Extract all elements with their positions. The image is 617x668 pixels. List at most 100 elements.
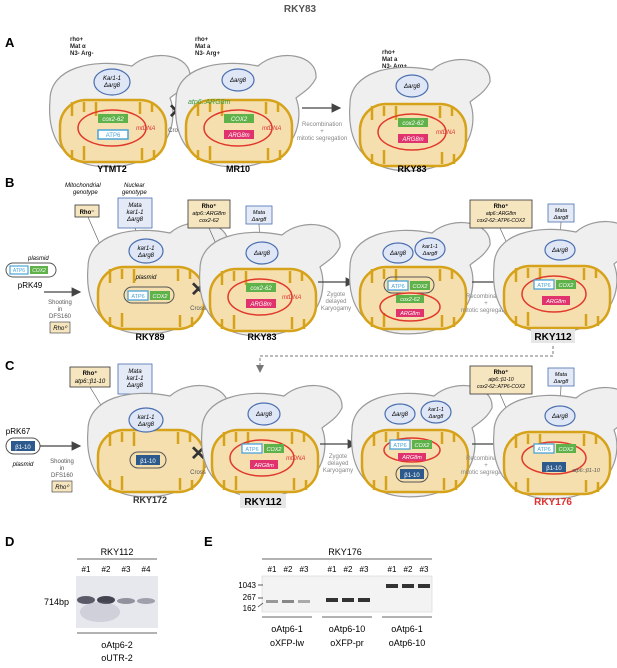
- nucleus: [128, 238, 164, 264]
- kar-label-2: Δarg8: [103, 83, 121, 89]
- box-line: Mata: [555, 372, 567, 378]
- strain-rky83-a: RKY83: [397, 164, 426, 174]
- gel-d-band: [77, 596, 95, 604]
- cox2-62-gene: [396, 295, 424, 303]
- cox2-label: COX2: [267, 447, 282, 453]
- darg8-label: Δarg8: [255, 412, 273, 418]
- zygote-2: delayed: [325, 299, 346, 305]
- recomb-line1: Recombination: [466, 294, 506, 300]
- zygote-cell-b: Δarg8 kar1-1 Δarg8 ATP6 COX2 cox2-62 ARG…: [348, 221, 491, 335]
- gel-e-band: [386, 584, 398, 588]
- rho-plus-box: [187, 199, 231, 229]
- cell-rky112: Δarg8 ATP6 COX2 ARG8m: [492, 220, 617, 334]
- kar-label-1: Kar1-1: [103, 76, 121, 82]
- strain-rky112-c: RKY112: [244, 497, 282, 508]
- arg8m-label: ARG8m: [401, 137, 423, 143]
- cell-mr10: Δarg8 atp6::ARG8m COX2 ARG8m mtDNA: [174, 54, 317, 168]
- darg8-label: Δarg8: [389, 251, 407, 257]
- mtdna-label: mtDNA: [436, 130, 455, 136]
- recomb-line1: Recombination: [302, 122, 342, 128]
- mtdna-ring: [227, 278, 293, 316]
- gel-d-primer-1: oAtp6-2: [101, 640, 133, 650]
- cell-rky83-b: Δarg8 cox2-62 ARG8m mtDNA: [198, 223, 341, 337]
- geno3-line2: Mat a: [382, 57, 398, 63]
- gel-e-band: [282, 600, 294, 603]
- shooting-3: DFS160: [51, 473, 74, 479]
- box-line: Δarg8: [553, 379, 570, 385]
- prk49-label: pRK49: [18, 281, 43, 290]
- mtdna-label: mtDNA: [286, 456, 305, 462]
- gel-e-primer-2b: oXFP-pr: [330, 638, 364, 648]
- mtdna-ring: [383, 437, 441, 463]
- zygote-1: Zygote: [329, 454, 348, 460]
- mtdna-label: mtDNA: [136, 126, 155, 132]
- box-line: Δarg8: [251, 217, 268, 223]
- box-line: Δarg8: [126, 383, 144, 389]
- rho0-label: Rho⁰: [53, 325, 68, 332]
- box-line: cox2-62::ATP6-COX2: [477, 218, 525, 224]
- shooting-3: DFS160: [49, 314, 72, 320]
- darg8-label: Δarg8: [403, 84, 421, 90]
- atp6-gene: [387, 280, 409, 291]
- rky112-geno-box: [469, 199, 533, 229]
- gel-e-primer-1a: oAtp6-1: [271, 624, 303, 634]
- recomb-line3: mitotic segregation: [461, 470, 511, 476]
- rky112-label-bg-c: [240, 494, 286, 508]
- gel-e-primer-2a: oAtp6-10: [329, 624, 366, 634]
- cell-rky172: kar1-1 Δarg8 β1-10: [86, 384, 229, 498]
- plasmid-cox2: [30, 266, 48, 274]
- zygote-cell-c: Δarg8 kar1-1 Δarg8 ATP6 COX2 ARG8m β1-10: [350, 384, 493, 498]
- gel-e-lane: #1: [328, 565, 337, 574]
- box-line: atp6::β1-10: [488, 377, 514, 383]
- gel-e-primer-1b: oXFP-lw: [270, 638, 305, 648]
- arg8m-label: ARG8m: [253, 463, 274, 469]
- nuc-genotype-label-2: genotype: [122, 190, 147, 196]
- cox2-label: COX2: [559, 283, 574, 289]
- gel-d-lanes: #1 #2 #3 #4: [82, 565, 151, 574]
- recomb-line3: mitotic segregation: [297, 136, 347, 142]
- arg8m-gene: [250, 460, 278, 469]
- zygote-2: delayed: [327, 461, 348, 467]
- kar-label: kar1-1: [428, 407, 444, 413]
- box-line: cox2-62: [199, 218, 219, 224]
- cox2-62-gene: [246, 283, 276, 292]
- gel-e-band: [342, 598, 354, 602]
- gel-d-lane: #2: [102, 565, 111, 574]
- recomb-line1: Recombination: [466, 456, 506, 462]
- b110-gene: [136, 455, 160, 465]
- mtdna-ring: [379, 292, 441, 322]
- cox2-label: COX2: [415, 443, 430, 449]
- panel-label-a: A: [5, 35, 15, 50]
- cox2-gene: [150, 291, 170, 300]
- atp6-gene: [127, 290, 149, 301]
- rho0-box-c: [51, 480, 73, 493]
- darg8-label: Δarg8: [551, 248, 569, 254]
- rho-minus-box: [74, 204, 100, 218]
- arg8m-gene: [246, 299, 276, 308]
- zygote-3: Karyogamy: [323, 468, 353, 474]
- nucleus: [382, 242, 414, 264]
- gel-e-marker-267: 267: [243, 593, 257, 602]
- gel-e-lane: #2: [344, 565, 353, 574]
- shooting-1: Shooting: [48, 300, 72, 306]
- cox2-label: COX2: [559, 447, 574, 453]
- box-line: Rho⁺: [202, 203, 217, 210]
- nucleus: [544, 239, 576, 261]
- mtdna-ring: [377, 113, 447, 151]
- cell-rky176: Δarg8 ATP6 COX2 β1-10 atp6::β1-10: [492, 386, 617, 500]
- kar-label: Δarg8: [422, 251, 439, 257]
- box-line: Rho⁺: [494, 369, 509, 376]
- geno2-line2: Mat a: [195, 44, 211, 50]
- plasmid-cox2-label: COX2: [32, 268, 46, 274]
- box-line: kar1-1: [126, 376, 143, 382]
- plasmid-ring: [129, 451, 167, 469]
- strain-rky89: RKY89: [135, 332, 164, 342]
- rky176-geno-box: [469, 365, 533, 395]
- box-line: atp6::ARG8m: [486, 211, 516, 217]
- arg8m-gene: [542, 296, 570, 305]
- nucleus: [93, 68, 131, 96]
- cross-label-b: Cross: [190, 306, 206, 312]
- mtdna-ring: [229, 439, 295, 477]
- gel-d-band: [117, 598, 135, 604]
- panel-label-e: E: [204, 534, 213, 549]
